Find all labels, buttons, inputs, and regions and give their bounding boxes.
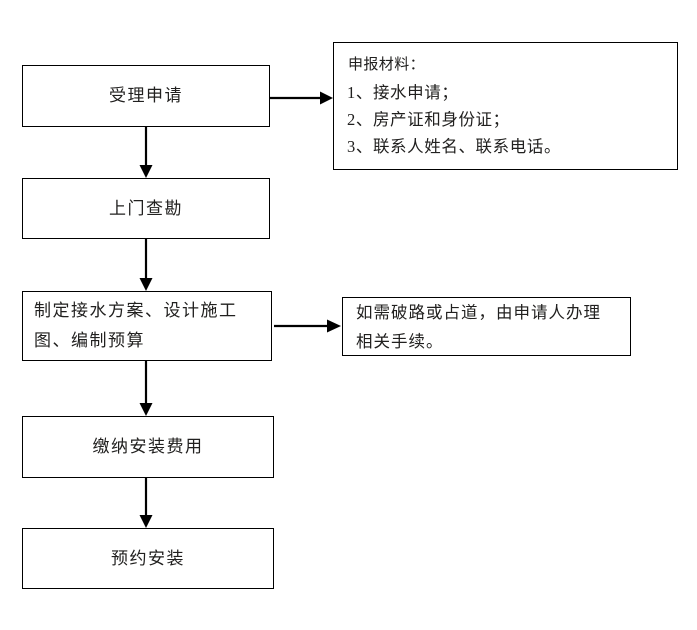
node-label: 上门查勘 [109,198,183,218]
note-line-heading: 申报材料： [348,57,426,73]
note-line-text: 如需破路或占道，由申请人办理 相关手续。 [356,302,601,351]
node-label: 制定接水方案、设计施工 图、编制预算 [34,301,238,350]
connector-survey-to-plan [136,239,156,292]
connector-accept-to-materials [270,88,334,108]
connector-plan-to-road-note [274,316,342,336]
node-label: 预约安装 [111,548,185,568]
connector-accept-to-survey [136,127,156,179]
connector-plan-to-fee [136,361,156,417]
node-on-site-survey[interactable]: 上门查勘 [22,178,270,239]
node-label: 缴纳安装费用 [92,437,204,456]
node-plan-design-budget[interactable]: 制定接水方案、设计施工 图、编制预算 [22,291,272,361]
node-schedule-installation[interactable]: 预约安装 [22,528,274,589]
note-road-permit: 如需破路或占道，由申请人办理 相关手续。 [342,297,631,356]
node-label: 受理申请 [109,86,183,105]
note-required-materials: 申报材料： 1、接水申请； 2、房产证和身份证； 3、联系人姓名、联系电话。 [333,42,678,170]
note-line-item-3: 3、联系人姓名、联系电话。 [347,137,562,156]
note-line-item-1: 1、接水申请； [347,83,459,102]
note-line-item-2: 2、房产证和身份证； [347,110,510,129]
node-accept-application[interactable]: 受理申请 [22,65,270,127]
connector-fee-to-installation [136,478,156,529]
node-pay-installation-fee[interactable]: 缴纳安装费用 [22,416,274,478]
